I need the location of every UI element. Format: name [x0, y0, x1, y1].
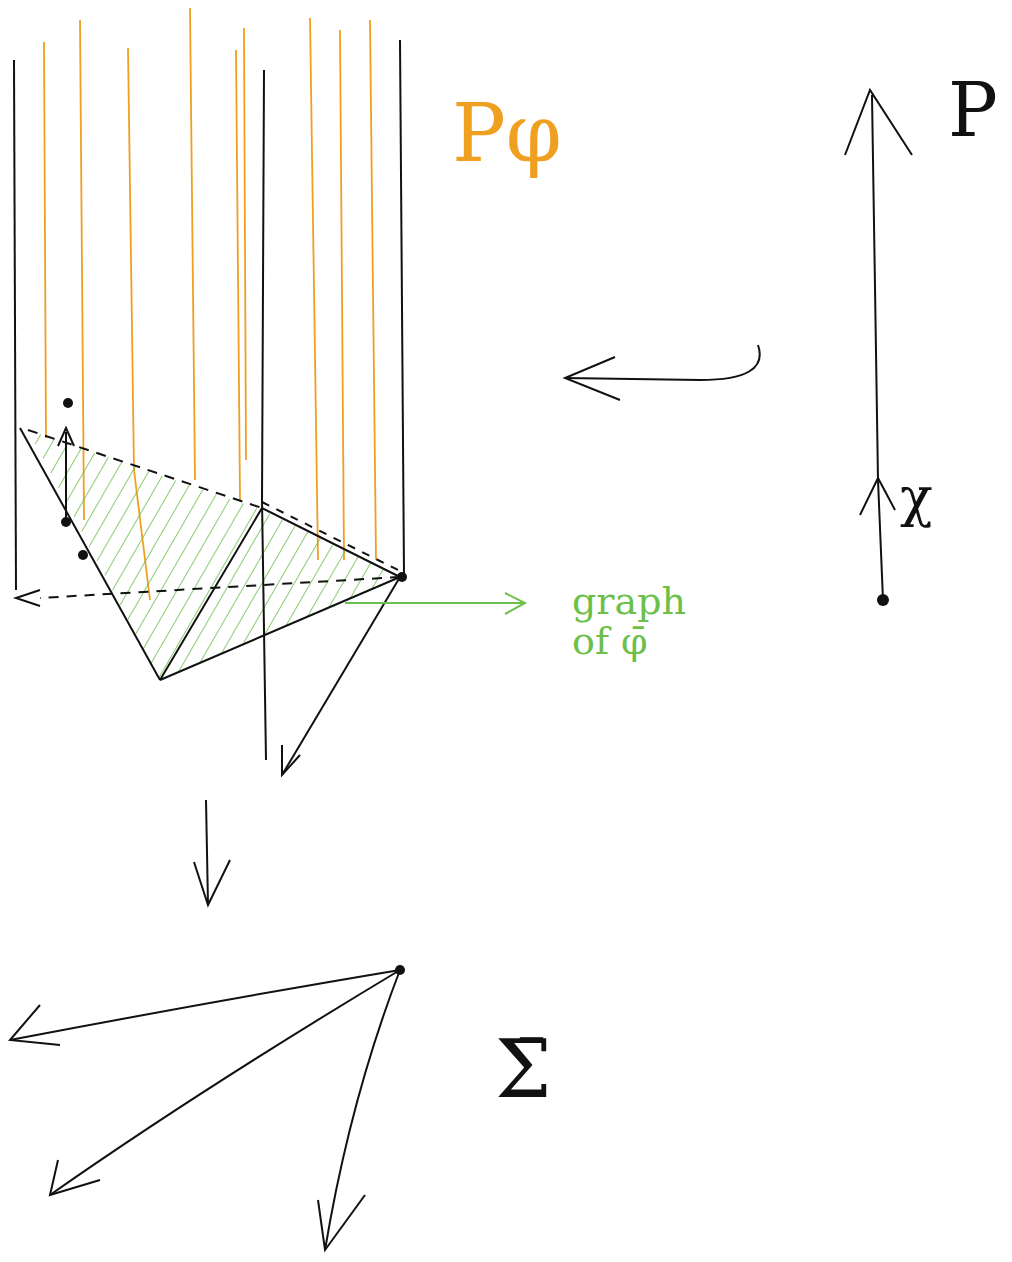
base-label: Σ̄	[495, 1028, 552, 1112]
space-label: P	[948, 72, 998, 150]
cylinder-walls	[14, 40, 404, 760]
section-label: χ	[900, 470, 933, 527]
fan	[10, 970, 400, 1250]
leader-arrow	[345, 593, 525, 614]
inclusion-arrow	[565, 345, 760, 400]
projection-arrow	[194, 800, 230, 905]
base-fan	[16, 428, 400, 775]
points	[61, 398, 407, 582]
fibre-label: Pφ	[452, 92, 562, 176]
graph-label: graph of φ̄	[572, 582, 700, 662]
graph-surface	[28, 430, 400, 680]
